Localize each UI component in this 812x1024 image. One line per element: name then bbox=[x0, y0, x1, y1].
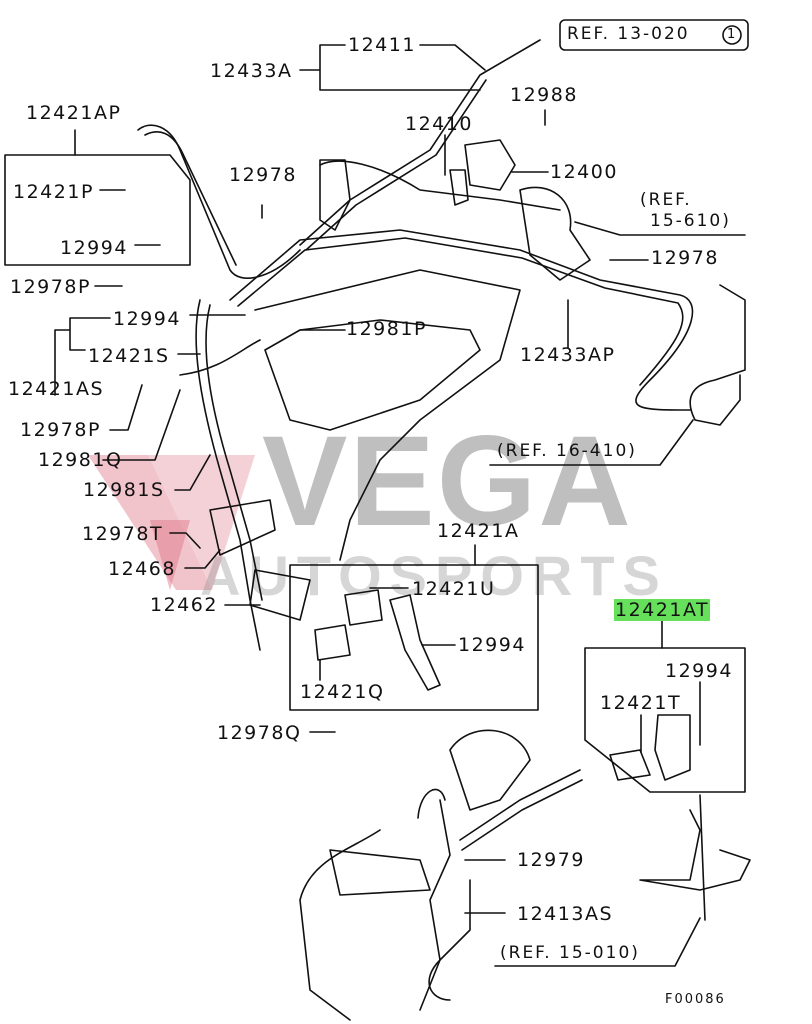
part-label-12421U[interactable]: 12421U bbox=[412, 578, 496, 600]
part-label-12978[interactable]: 12978 bbox=[229, 164, 297, 186]
part-label-12978P-lower[interactable]: 12978P bbox=[20, 419, 101, 441]
part-label-12468[interactable]: 12468 bbox=[108, 558, 176, 580]
part-label-12978T[interactable]: 12978T bbox=[82, 523, 164, 545]
part-label-12978P[interactable]: 12978P bbox=[10, 276, 91, 298]
ref-circle-number: 1 bbox=[727, 27, 736, 42]
part-label-12462[interactable]: 12462 bbox=[150, 594, 218, 616]
part-label-12421Q[interactable]: 12421Q bbox=[300, 681, 385, 703]
part-label-12994[interactable]: 12994 bbox=[60, 237, 128, 259]
part-label-12981P[interactable]: 12981P bbox=[346, 318, 427, 340]
ref-label-15-610-b[interactable]: 15-610) bbox=[650, 211, 731, 231]
part-label-12421AS[interactable]: 12421AS bbox=[8, 378, 104, 400]
part-label-12978-right[interactable]: 12978 bbox=[651, 247, 719, 269]
ref-label-15-010[interactable]: (REF. 15-010) bbox=[500, 943, 640, 963]
part-label-12981Q[interactable]: 12981Q bbox=[38, 449, 123, 471]
highlight-marker: 12421AT bbox=[614, 599, 711, 621]
part-label-12421AT[interactable]: 12421AT bbox=[614, 599, 711, 621]
watermark-sub: AUTOSPORTS bbox=[200, 544, 668, 607]
group-box-12421AT bbox=[584, 647, 746, 793]
part-label-12421AP[interactable]: 12421AP bbox=[26, 102, 122, 124]
part-label-12400[interactable]: 12400 bbox=[550, 161, 618, 183]
part-label-12433A[interactable]: 12433A bbox=[210, 60, 293, 82]
part-label-12988[interactable]: 12988 bbox=[510, 84, 578, 106]
part-label-12421A[interactable]: 12421A bbox=[437, 520, 520, 542]
figure-code: F00086 bbox=[665, 992, 726, 1007]
ref-label-16-410[interactable]: (REF. 16-410) bbox=[497, 441, 637, 461]
part-label-12410[interactable]: 12410 bbox=[405, 113, 473, 135]
ref-label-15-610-a[interactable]: (REF. bbox=[640, 190, 692, 210]
part-label-12994-mid[interactable]: 12994 bbox=[113, 308, 181, 330]
part-label-12981S[interactable]: 12981S bbox=[83, 479, 165, 501]
watermark-brand: VEGA bbox=[262, 410, 633, 553]
part-label-12979[interactable]: 12979 bbox=[517, 849, 585, 871]
part-label-12433AP[interactable]: 12433AP bbox=[520, 344, 616, 366]
part-label-12421T[interactable]: 12421T bbox=[600, 692, 682, 714]
part-label-12421S[interactable]: 12421S bbox=[88, 345, 170, 367]
ref-label-13-020[interactable]: REF. 13-020 bbox=[567, 24, 690, 44]
ref-box-13-020 bbox=[559, 19, 749, 51]
part-label-12978Q[interactable]: 12978Q bbox=[217, 722, 302, 744]
part-label-12411[interactable]: 12411 bbox=[348, 34, 416, 56]
part-label-12421P[interactable]: 12421P bbox=[13, 181, 94, 203]
group-box-12421AP bbox=[4, 154, 191, 266]
part-label-12994-box[interactable]: 12994 bbox=[458, 634, 526, 656]
part-label-12413AS[interactable]: 12413AS bbox=[517, 903, 613, 925]
part-label-12994-right[interactable]: 12994 bbox=[665, 660, 733, 682]
group-box-12421A bbox=[289, 564, 539, 711]
